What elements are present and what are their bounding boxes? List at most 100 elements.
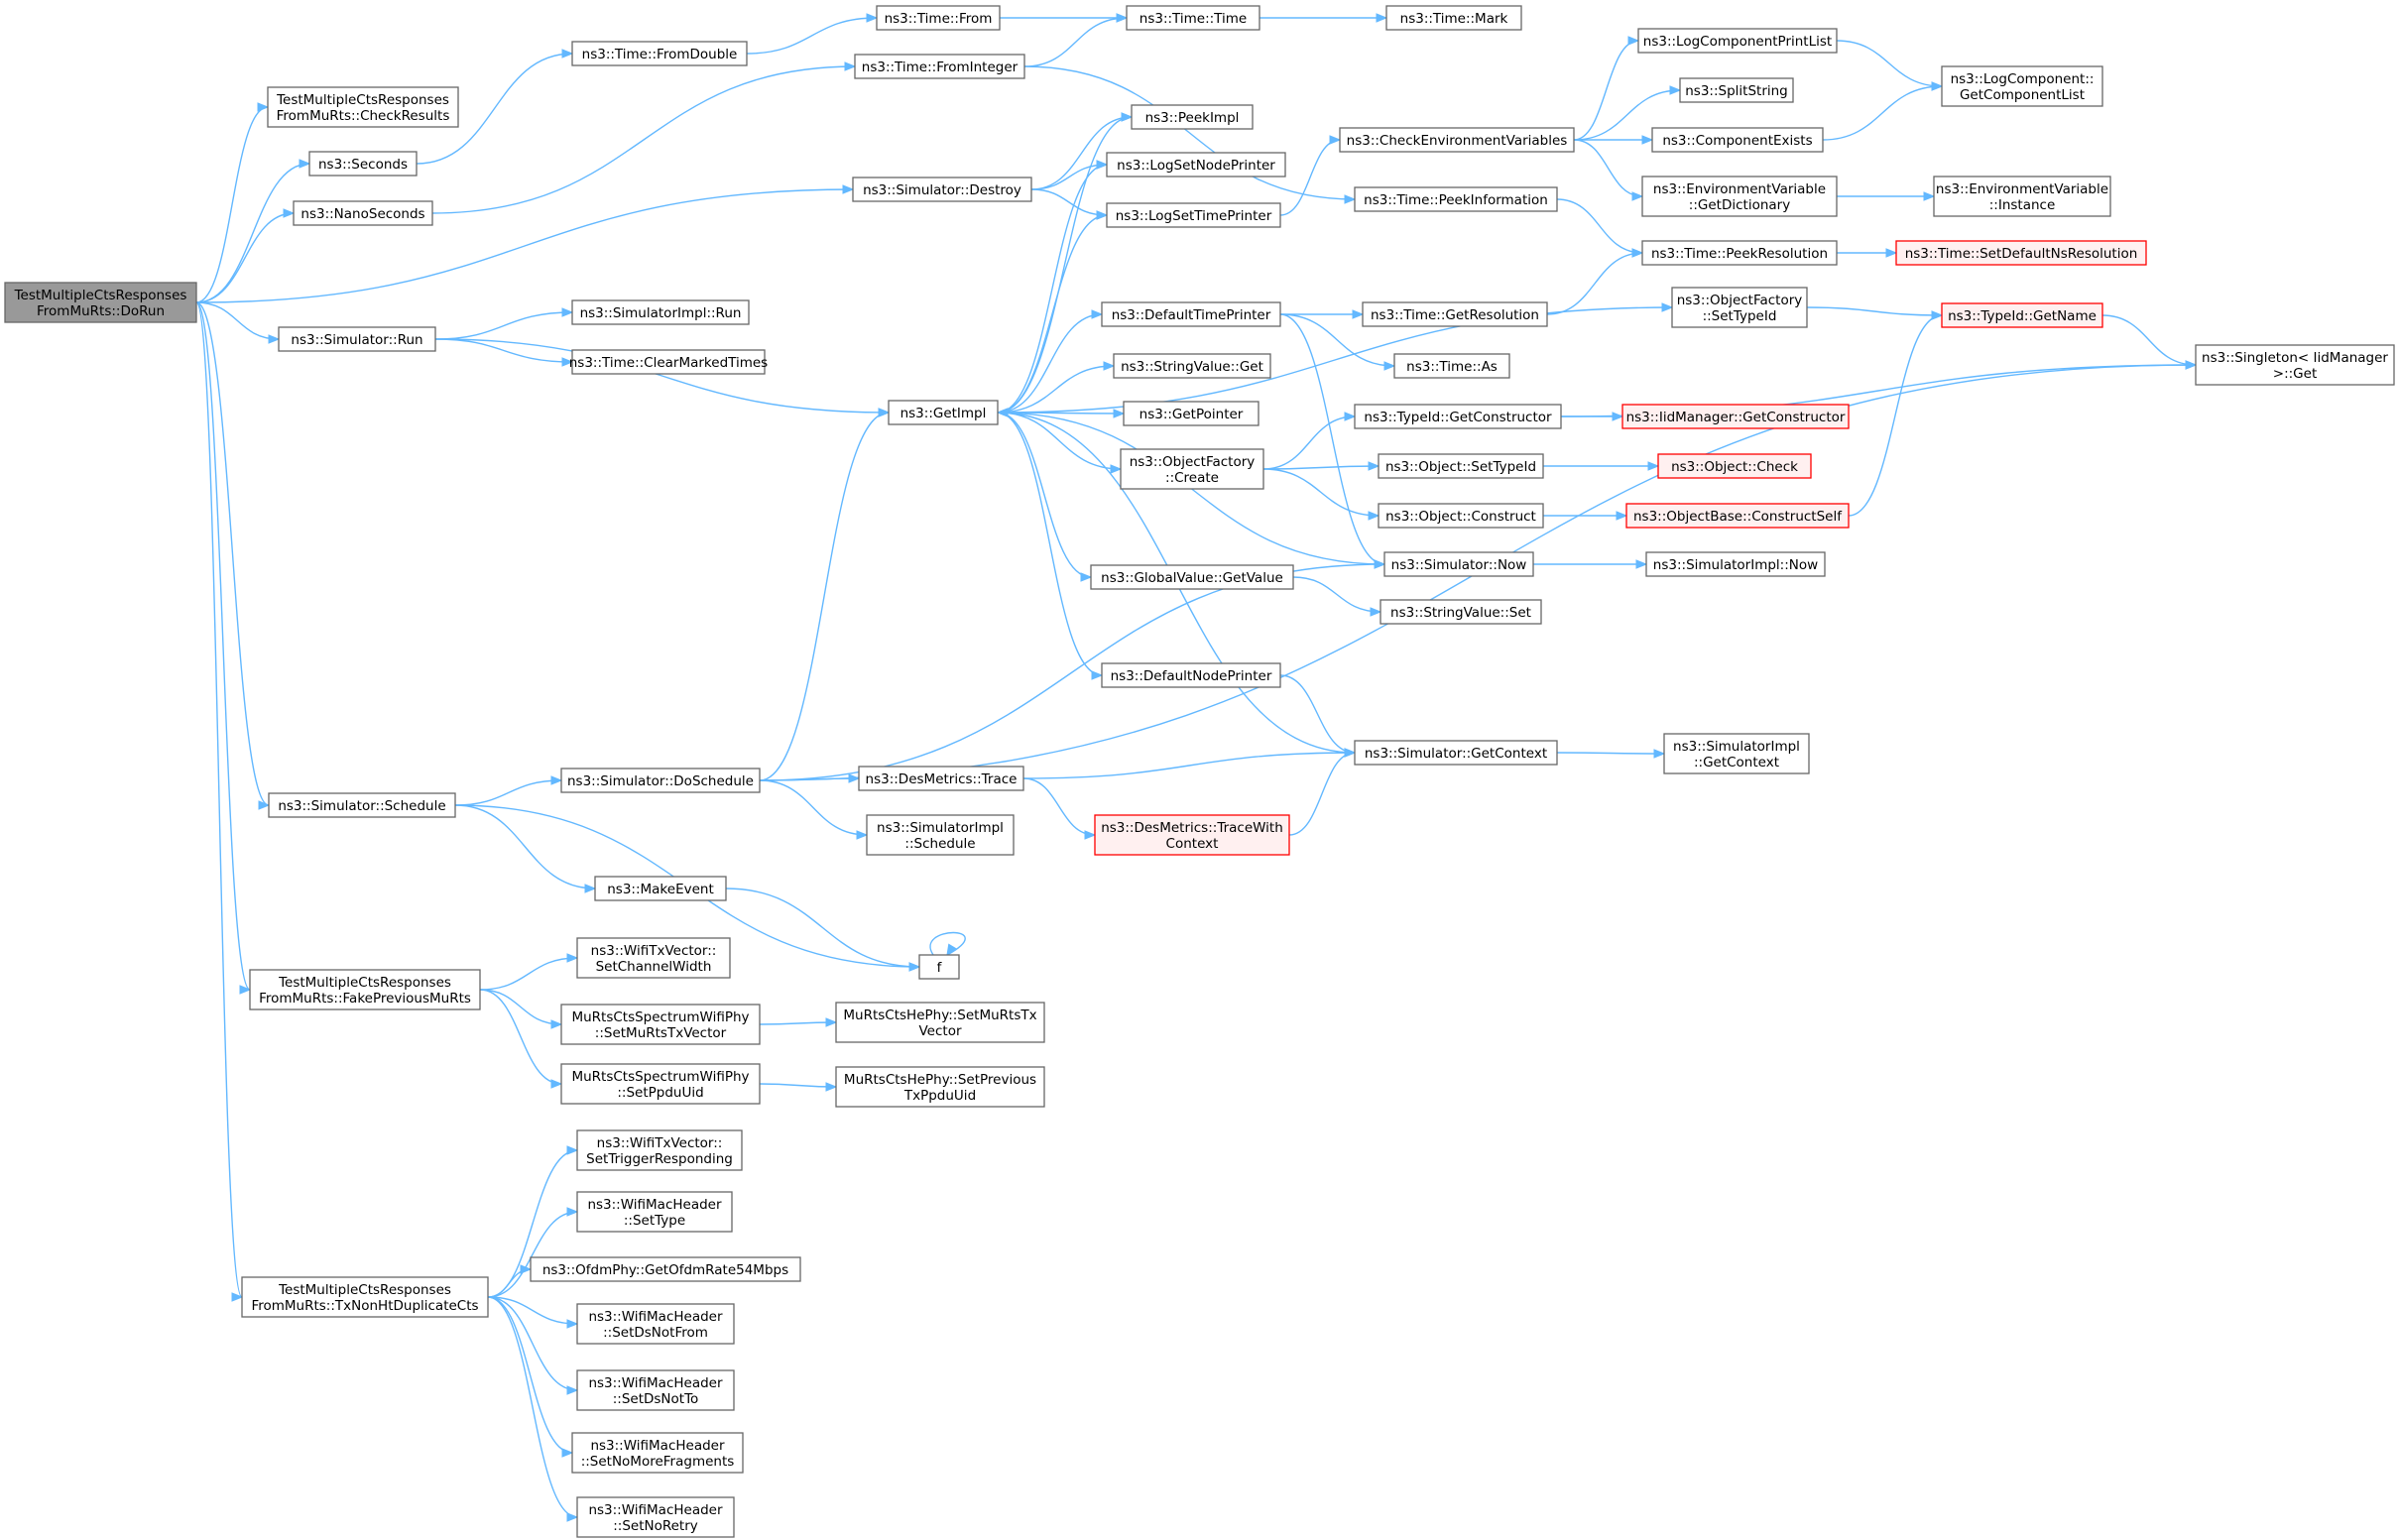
node-envinstance[interactable]: ns3::EnvironmentVariable::Instance [1933,176,2111,217]
node-box[interactable] [852,177,1032,202]
node-box[interactable] [1354,186,1558,212]
node-box[interactable] [1131,104,1254,130]
node-getpointer[interactable]: ns3::GetPointer [1123,401,1259,426]
node-logcompprint[interactable]: ns3::LogComponentPrintList [1637,28,1838,54]
node-objsettypeid[interactable]: ns3::Object::SetTypeId [1378,453,1544,479]
node-box[interactable] [571,41,748,66]
node-box[interactable] [1645,551,1826,577]
node-box[interactable] [1941,65,2103,107]
node-txnonht[interactable]: TestMultipleCtsResponsesFromMuRts::TxNon… [241,1276,489,1318]
node-singletonget[interactable]: ns3::Singleton< IidManager >::Get [2195,344,2395,386]
node-ofcreate[interactable]: ns3::ObjectFactory::Create [1120,448,1264,490]
node-destrace[interactable]: ns3::DesMetrics::Trace [858,766,1024,791]
node-box[interactable] [1354,404,1562,429]
node-peekres[interactable]: ns3::Time::PeekResolution [1641,240,1838,266]
node-box[interactable] [1106,202,1281,228]
node-box[interactable] [1101,301,1281,327]
node-deftimeprinter[interactable]: ns3::DefaultTimePrinter [1101,301,1281,327]
node-box[interactable] [866,814,1015,856]
node-settrigger[interactable]: ns3::WifiTxVector::SetTriggerResponding [576,1129,743,1171]
node-gvgetvalue[interactable]: ns3::GlobalValue::GetValue [1090,564,1294,590]
node-f[interactable]: f [918,954,960,980]
node-box[interactable] [1339,127,1575,153]
node-box[interactable] [1641,176,1838,217]
node-box[interactable] [530,1256,801,1282]
node-box[interactable] [1354,740,1558,766]
node-box[interactable] [576,937,731,979]
node-timetime[interactable]: ns3::Time::Time [1126,5,1260,31]
node-box[interactable] [576,1129,743,1171]
node-box[interactable] [1621,404,1850,429]
node-getimpl[interactable]: ns3::GetImpl [888,400,999,425]
node-checkenv[interactable]: ns3::CheckEnvironmentVariables [1339,127,1575,153]
node-getres[interactable]: ns3::Time::GetResolution [1362,301,1548,327]
node-box[interactable] [835,1002,1045,1043]
node-box[interactable] [918,954,960,980]
node-setppduuid[interactable]: MuRtsCtsSpectrumWifiPhy::SetPpduUid [560,1063,761,1105]
node-tidgetctor[interactable]: ns3::TypeId::GetConstructor [1354,404,1562,429]
node-box[interactable] [267,86,459,128]
node-setchw[interactable]: ns3::WifiTxVector::SetChannelWidth [576,937,731,979]
node-box[interactable] [249,969,481,1010]
node-iidgetctor[interactable]: ns3::IidManager::GetConstructor [1621,404,1850,429]
node-box[interactable] [1113,353,1271,379]
node-setdsnotfrom[interactable]: ns3::WifiMacHeader::SetDsNotFrom [576,1303,735,1345]
node-logsettime[interactable]: ns3::LogSetTimePrinter [1106,202,1281,228]
node-box[interactable] [1637,28,1838,54]
node-strget[interactable]: ns3::StringValue::Get [1113,353,1271,379]
node-box[interactable] [1393,353,1510,379]
node-box[interactable] [1895,240,2147,266]
node-box[interactable] [2195,344,2395,386]
node-box[interactable] [1383,551,1534,577]
node-box[interactable] [1651,127,1824,153]
node-seconds[interactable]: ns3::Seconds [308,151,418,177]
node-box[interactable] [1378,453,1544,479]
node-checkresults[interactable]: TestMultipleCtsResponsesFromMuRts::Check… [267,86,459,128]
node-box[interactable] [1625,503,1850,529]
node-box[interactable] [1378,503,1544,529]
node-box[interactable] [560,1004,761,1045]
node-box[interactable] [571,1432,744,1474]
node-box[interactable] [835,1066,1045,1108]
node-timefrom[interactable]: ns3::Time::From [876,5,1001,31]
node-simnow[interactable]: ns3::Simulator::Now [1383,551,1534,577]
node-box[interactable] [1123,401,1259,426]
node-box[interactable] [1126,5,1260,31]
node-setnoretry[interactable]: ns3::WifiMacHeader::SetNoRetry [576,1496,735,1538]
node-logcompgetlist[interactable]: ns3::LogComponent::GetComponentList [1941,65,2103,107]
node-box[interactable] [293,200,433,226]
node-box[interactable] [1362,301,1548,327]
node-box[interactable] [241,1276,489,1318]
node-box[interactable] [278,326,436,352]
node-box[interactable] [1385,5,1522,31]
node-box[interactable] [854,54,1025,79]
node-constructself[interactable]: ns3::ObjectBase::ConstructSelf [1625,503,1850,529]
node-schedule[interactable]: ns3::Simulator::Schedule [268,792,456,818]
node-implnow[interactable]: ns3::SimulatorImpl::Now [1645,551,1826,577]
node-setdsnotto[interactable]: ns3::WifiMacHeader::SetDsNotTo [576,1369,735,1411]
node-settype[interactable]: ns3::WifiMacHeader::SetType [576,1191,733,1233]
node-simrun[interactable]: ns3::Simulator::Run [278,326,436,352]
node-box[interactable] [4,282,197,323]
node-box[interactable] [308,151,418,177]
node-compexists[interactable]: ns3::ComponentExists [1651,127,1824,153]
node-box[interactable] [876,5,1001,31]
node-implschedule[interactable]: ns3::SimulatorImpl::Schedule [866,814,1015,856]
node-fromint[interactable]: ns3::Time::FromInteger [854,54,1025,79]
node-logsetnode[interactable]: ns3::LogSetNodePrinter [1106,152,1286,178]
node-box[interactable] [1657,453,1812,479]
node-timeas[interactable]: ns3::Time::As [1393,353,1510,379]
node-box[interactable] [1933,176,2111,217]
node-box[interactable] [1094,814,1290,856]
node-ofsettypeid[interactable]: ns3::ObjectFactory::SetTypeId [1671,287,1808,328]
node-strset[interactable]: ns3::StringValue::Set [1379,599,1542,625]
node-box[interactable] [576,1303,735,1345]
node-envgetdict[interactable]: ns3::EnvironmentVariable::GetDictionary [1641,176,1838,217]
node-nanoseconds[interactable]: ns3::NanoSeconds [293,200,433,226]
node-box[interactable] [1101,662,1281,688]
node-makeevent[interactable]: ns3::MakeEvent [594,876,727,901]
node-setnomorefrag[interactable]: ns3::WifiMacHeader::SetNoMoreFragments [571,1432,744,1474]
